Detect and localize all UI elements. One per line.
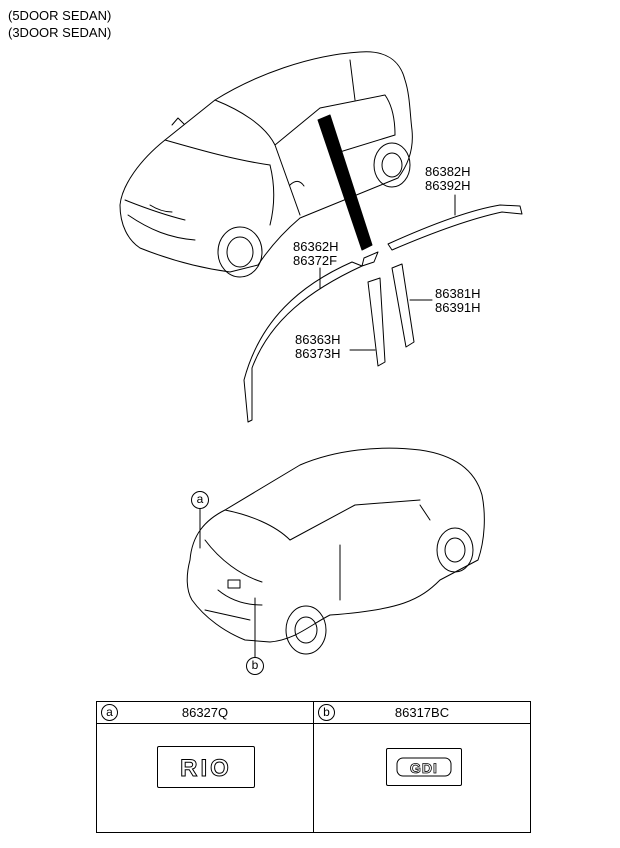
rio-emblem-text: RIO (180, 755, 232, 782)
pillar-pointer (317, 114, 373, 251)
part-number-86362h: 86362H (293, 239, 339, 254)
gdi-emblem: GDI (386, 748, 462, 786)
legend-head-b: b 86317BC (314, 702, 530, 724)
center-pillar-tape-part (367, 277, 386, 367)
emblem-legend-table: a 86327Q RIO b 86317BC GDI (96, 701, 531, 833)
legend-cell-b: b 86317BC GDI (314, 702, 530, 832)
rio-emblem: RIO (157, 746, 255, 788)
callout-a-marker: a (191, 491, 209, 509)
legend-cell-a: a 86327Q RIO (97, 702, 314, 832)
legend-tag-b: b (318, 704, 335, 721)
upper-rear-molding-part (387, 204, 523, 251)
legend-part-number-b: 86317BC (394, 705, 450, 720)
rio-emblem-graphic: RIO (180, 755, 232, 783)
rear-pillar-tape-part (391, 263, 415, 348)
part-number-86391h: 86391H (435, 300, 481, 315)
molding-clip (361, 251, 379, 267)
legend-tag-a: a (101, 704, 118, 721)
front-pillar-molding-part (243, 261, 363, 423)
rear-car-illustration (186, 447, 485, 655)
legend-part-number-a: 86327Q (181, 705, 229, 720)
variant-label-5door: (5DOOR SEDAN) (8, 8, 112, 23)
part-number-86372f: 86372F (293, 253, 338, 268)
variant-label-3door: (3DOOR SEDAN) (8, 25, 112, 40)
part-number-86382h: 86382H (425, 164, 471, 179)
legend-head-a: a 86327Q (97, 702, 313, 724)
callout-b-marker: b (246, 657, 264, 675)
gdi-emblem-graphic: GDI (396, 757, 452, 777)
gdi-emblem-text: GDI (410, 760, 438, 776)
part-number-86392h: 86392H (425, 178, 471, 193)
part-number-86373h: 86373H (295, 346, 341, 361)
part-number-86381h: 86381H (435, 286, 481, 301)
part-number-86363h: 86363H (295, 332, 341, 347)
